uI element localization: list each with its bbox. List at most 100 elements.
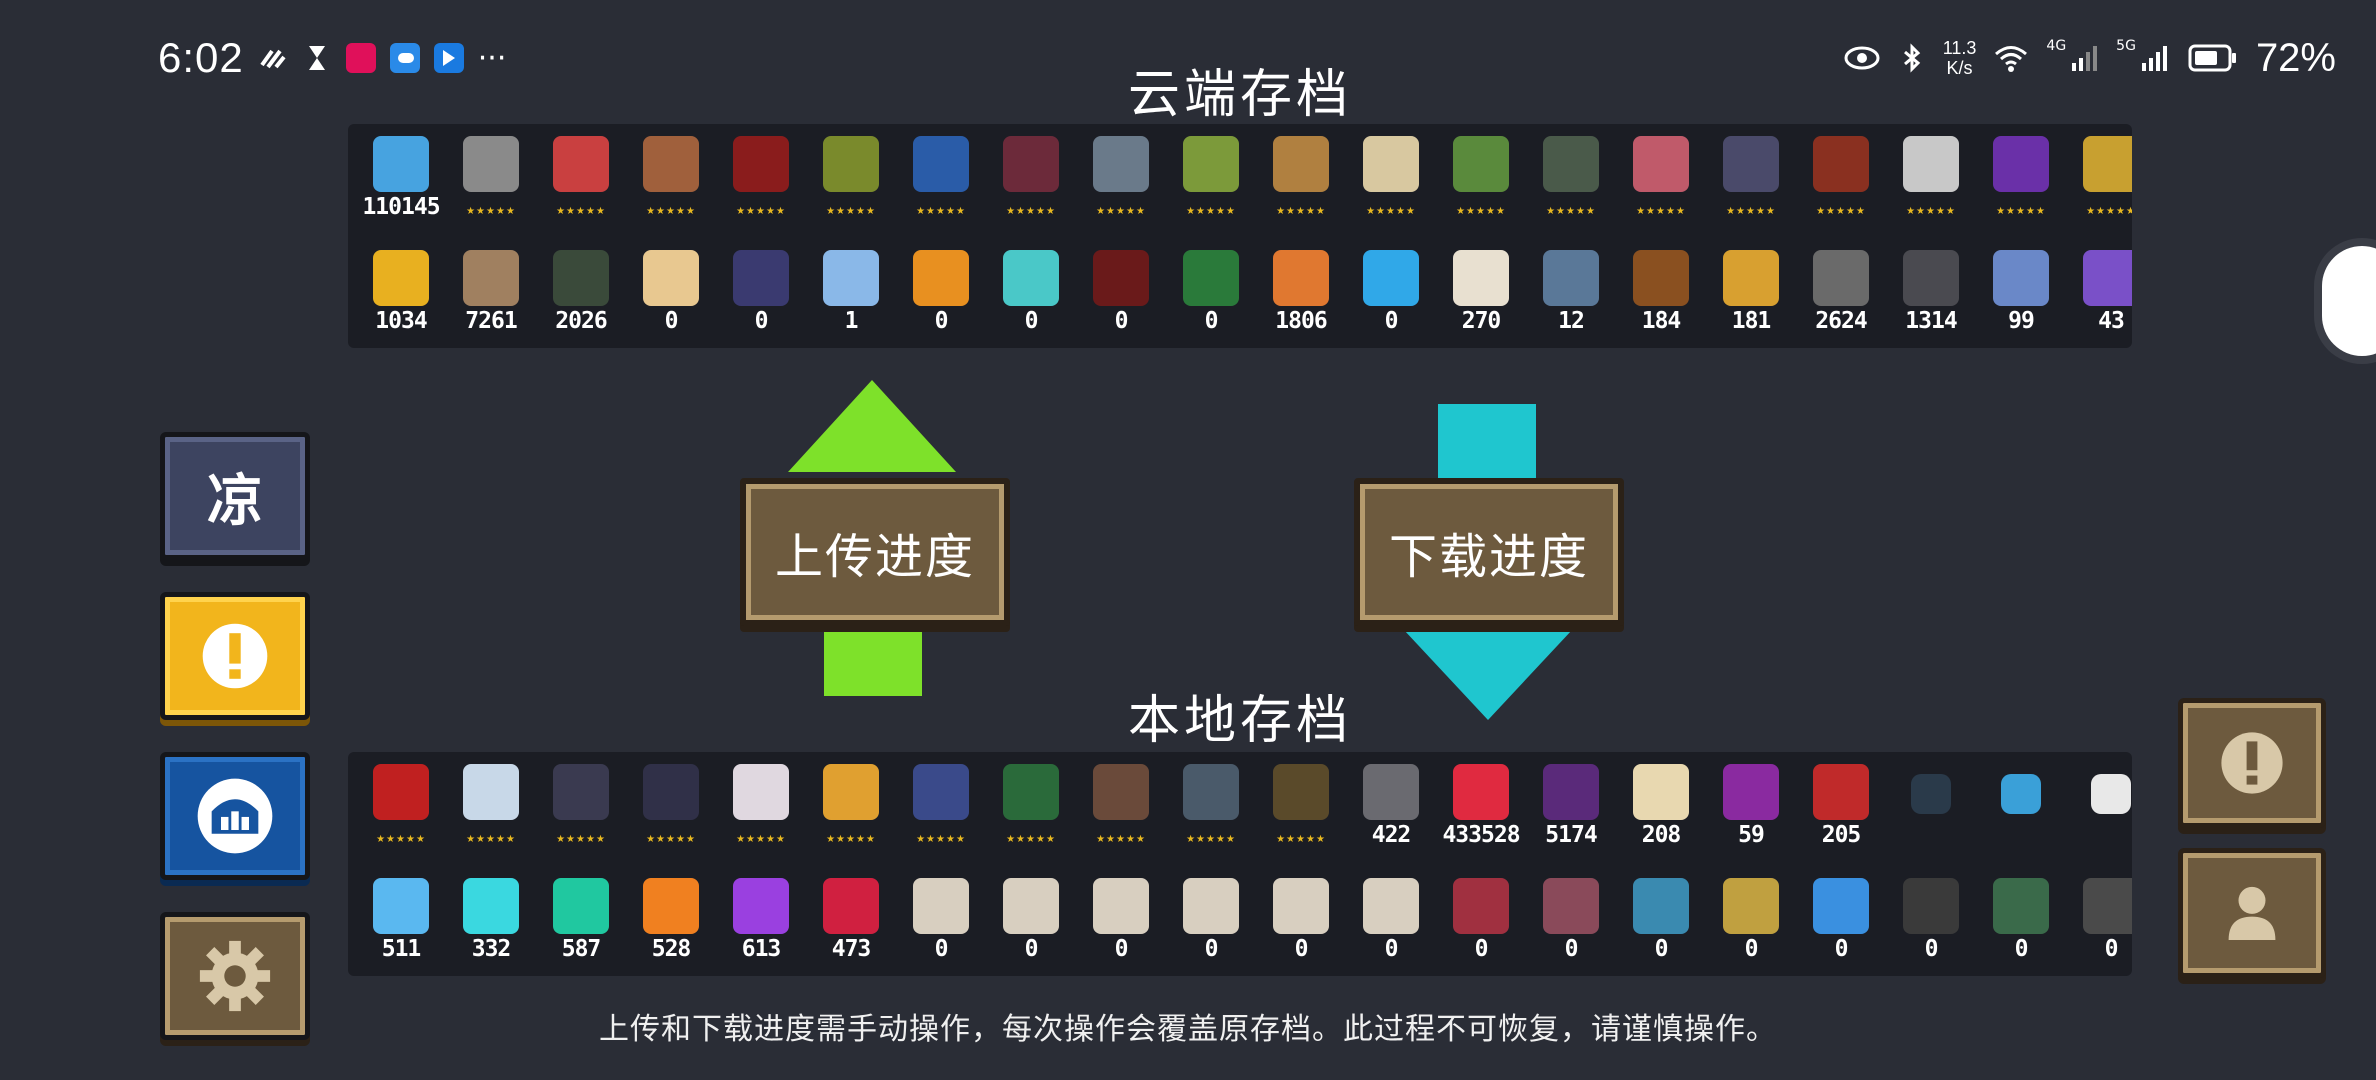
item-count: 332 (471, 936, 512, 962)
berserker-icon (1633, 136, 1689, 192)
star-rating: ★★★★★ (1186, 206, 1236, 217)
purple-shard-icon (2083, 250, 2132, 306)
save-item-scroll-4: 0 (1166, 870, 1256, 976)
stone-pot-icon (1183, 764, 1239, 820)
save-item-flour-bag: 270 (1436, 242, 1526, 348)
signal-5g-icon (2141, 46, 2167, 71)
item-count: 528 (651, 936, 692, 962)
save-item-witch: ★★★★★ (626, 128, 716, 234)
save-item-purple-shard: 43 (2066, 242, 2132, 348)
star-rating: ★★★★★ (646, 206, 696, 217)
status-bar-left: 6:02 ··· (158, 30, 506, 86)
necromancer-icon (1543, 136, 1599, 192)
save-item-orange-gem: 0 (896, 242, 986, 348)
item-count: 5174 (1545, 822, 1597, 848)
sprout-pot-icon (1273, 764, 1329, 820)
save-item-rogue: ★★★★★ (536, 128, 626, 234)
save-item-red-device: 0 (1436, 870, 1526, 976)
star-rating: ★★★★★ (646, 834, 696, 845)
save-item-furnace: 0 (1526, 870, 1616, 976)
gold-coin-icon (373, 250, 429, 306)
item-count: 0 (664, 308, 679, 334)
item-count: 0 (2014, 936, 2029, 962)
star-rating: ★★★★★ (556, 206, 606, 217)
status-time: 6:02 (158, 34, 244, 81)
save-item-dark-device: 0 (1886, 870, 1976, 976)
battery-percentage: 72% (2255, 35, 2336, 80)
item-count: 0 (1384, 308, 1399, 334)
save-item-scroll-3: 0 (1076, 870, 1166, 976)
save-item-demon: ★★★★★ (1706, 128, 1796, 234)
taoist-icon (1903, 136, 1959, 192)
save-item-orange-crystal: 528 (626, 870, 716, 976)
save-item-necromancer: ★★★★★ (1526, 128, 1616, 234)
item-count: 0 (1024, 308, 1039, 334)
map-tile-icon (1723, 878, 1779, 934)
panda-icon (2091, 774, 2131, 814)
star-rating: ★★★★★ (736, 206, 786, 217)
save-item-blue-cloth: 99 (1976, 242, 2066, 348)
dark-book-icon (733, 250, 789, 306)
user-icon (2228, 886, 2276, 940)
language-button[interactable]: 凉 (160, 432, 310, 560)
red-slime-icon (1453, 764, 1509, 820)
meat-icon (1273, 250, 1329, 306)
save-item-officer: ★★★★★ (1796, 128, 1886, 234)
save-item-fire-mage: ★★★★★ (356, 756, 446, 862)
account-button[interactable] (2178, 848, 2326, 978)
purple-crystal-icon (733, 878, 789, 934)
star-rating: ★★★★★ (916, 206, 966, 217)
item-count: 473 (831, 936, 872, 962)
save-item-vampire: ★★★★★ (986, 128, 1076, 234)
save-item-swordsman: ★★★★★ (626, 756, 716, 862)
save-item-wood: 7261 (446, 242, 536, 348)
item-count: 184 (1641, 308, 1682, 334)
cloud-character-row: 110145★★★★★★★★★★★★★★★★★★★★★★★★★★★★★★★★★★… (356, 128, 2132, 234)
save-item-mask: 0 (1076, 242, 1166, 348)
star-rating: ★★★★★ (376, 834, 426, 845)
save-item-map-tile: 0 (1706, 870, 1796, 976)
golden-hero-icon (2083, 136, 2132, 192)
save-item-alchemist: ★★★★★ (1976, 128, 2066, 234)
blue-slime-icon (2001, 774, 2041, 814)
right-notice-button[interactable] (2178, 698, 2326, 828)
gem-coins-icon (373, 136, 429, 192)
star-rating: ★★★★★ (1816, 206, 1866, 217)
save-item-wood-box: ★★★★★ (1076, 756, 1166, 862)
notice-button[interactable] (160, 592, 310, 720)
local-character-row: ★★★★★★★★★★★★★★★★★★★★★★★★★★★★★★★★★★★★★★★★… (356, 756, 2132, 862)
item-count: 0 (934, 308, 949, 334)
save-item-hammer: 184 (1616, 242, 1706, 348)
white-priest-icon (733, 764, 789, 820)
miner-icon (823, 764, 879, 820)
upload-progress-button[interactable]: 上传进度 (740, 478, 1010, 626)
red-demon-icon (1813, 764, 1869, 820)
item-count: 7261 (465, 308, 517, 334)
star-rating: ★★★★★ (1636, 206, 1686, 217)
community-button[interactable] (160, 752, 310, 880)
community-logo-icon (197, 778, 273, 854)
dark-device-icon (1903, 878, 1959, 934)
download-progress-button[interactable]: 下载进度 (1354, 478, 1624, 626)
cloud-save-panel: 110145★★★★★★★★★★★★★★★★★★★★★★★★★★★★★★★★★★… (348, 124, 2132, 348)
star-rating: ★★★★★ (1006, 206, 1056, 217)
star-rating: ★★★★★ (1276, 834, 1326, 845)
save-item-holy-book: 0 (626, 242, 716, 348)
gray-can-icon (2083, 878, 2132, 934)
scroll-6-icon (1363, 878, 1419, 934)
hourglass-icon (308, 46, 325, 70)
cloud-save-title: 云端存档 (1128, 65, 1353, 125)
floating-edge-handle[interactable] (2322, 246, 2376, 356)
gear-part-icon (1813, 250, 1869, 306)
item-count: 1034 (375, 308, 427, 334)
settings-button[interactable] (160, 912, 310, 1040)
save-item-monitor: 0 (1616, 870, 1706, 976)
red-crystal-icon (823, 878, 879, 934)
save-item-scroll-2: 0 (986, 870, 1076, 976)
wood-icon (463, 250, 519, 306)
save-item-armor-piece: 0 (986, 242, 1076, 348)
officer-icon (1813, 136, 1869, 192)
item-count: 613 (741, 936, 782, 962)
assassin-icon (733, 136, 789, 192)
save-item-white-robot: ★★★★★ (446, 756, 536, 862)
